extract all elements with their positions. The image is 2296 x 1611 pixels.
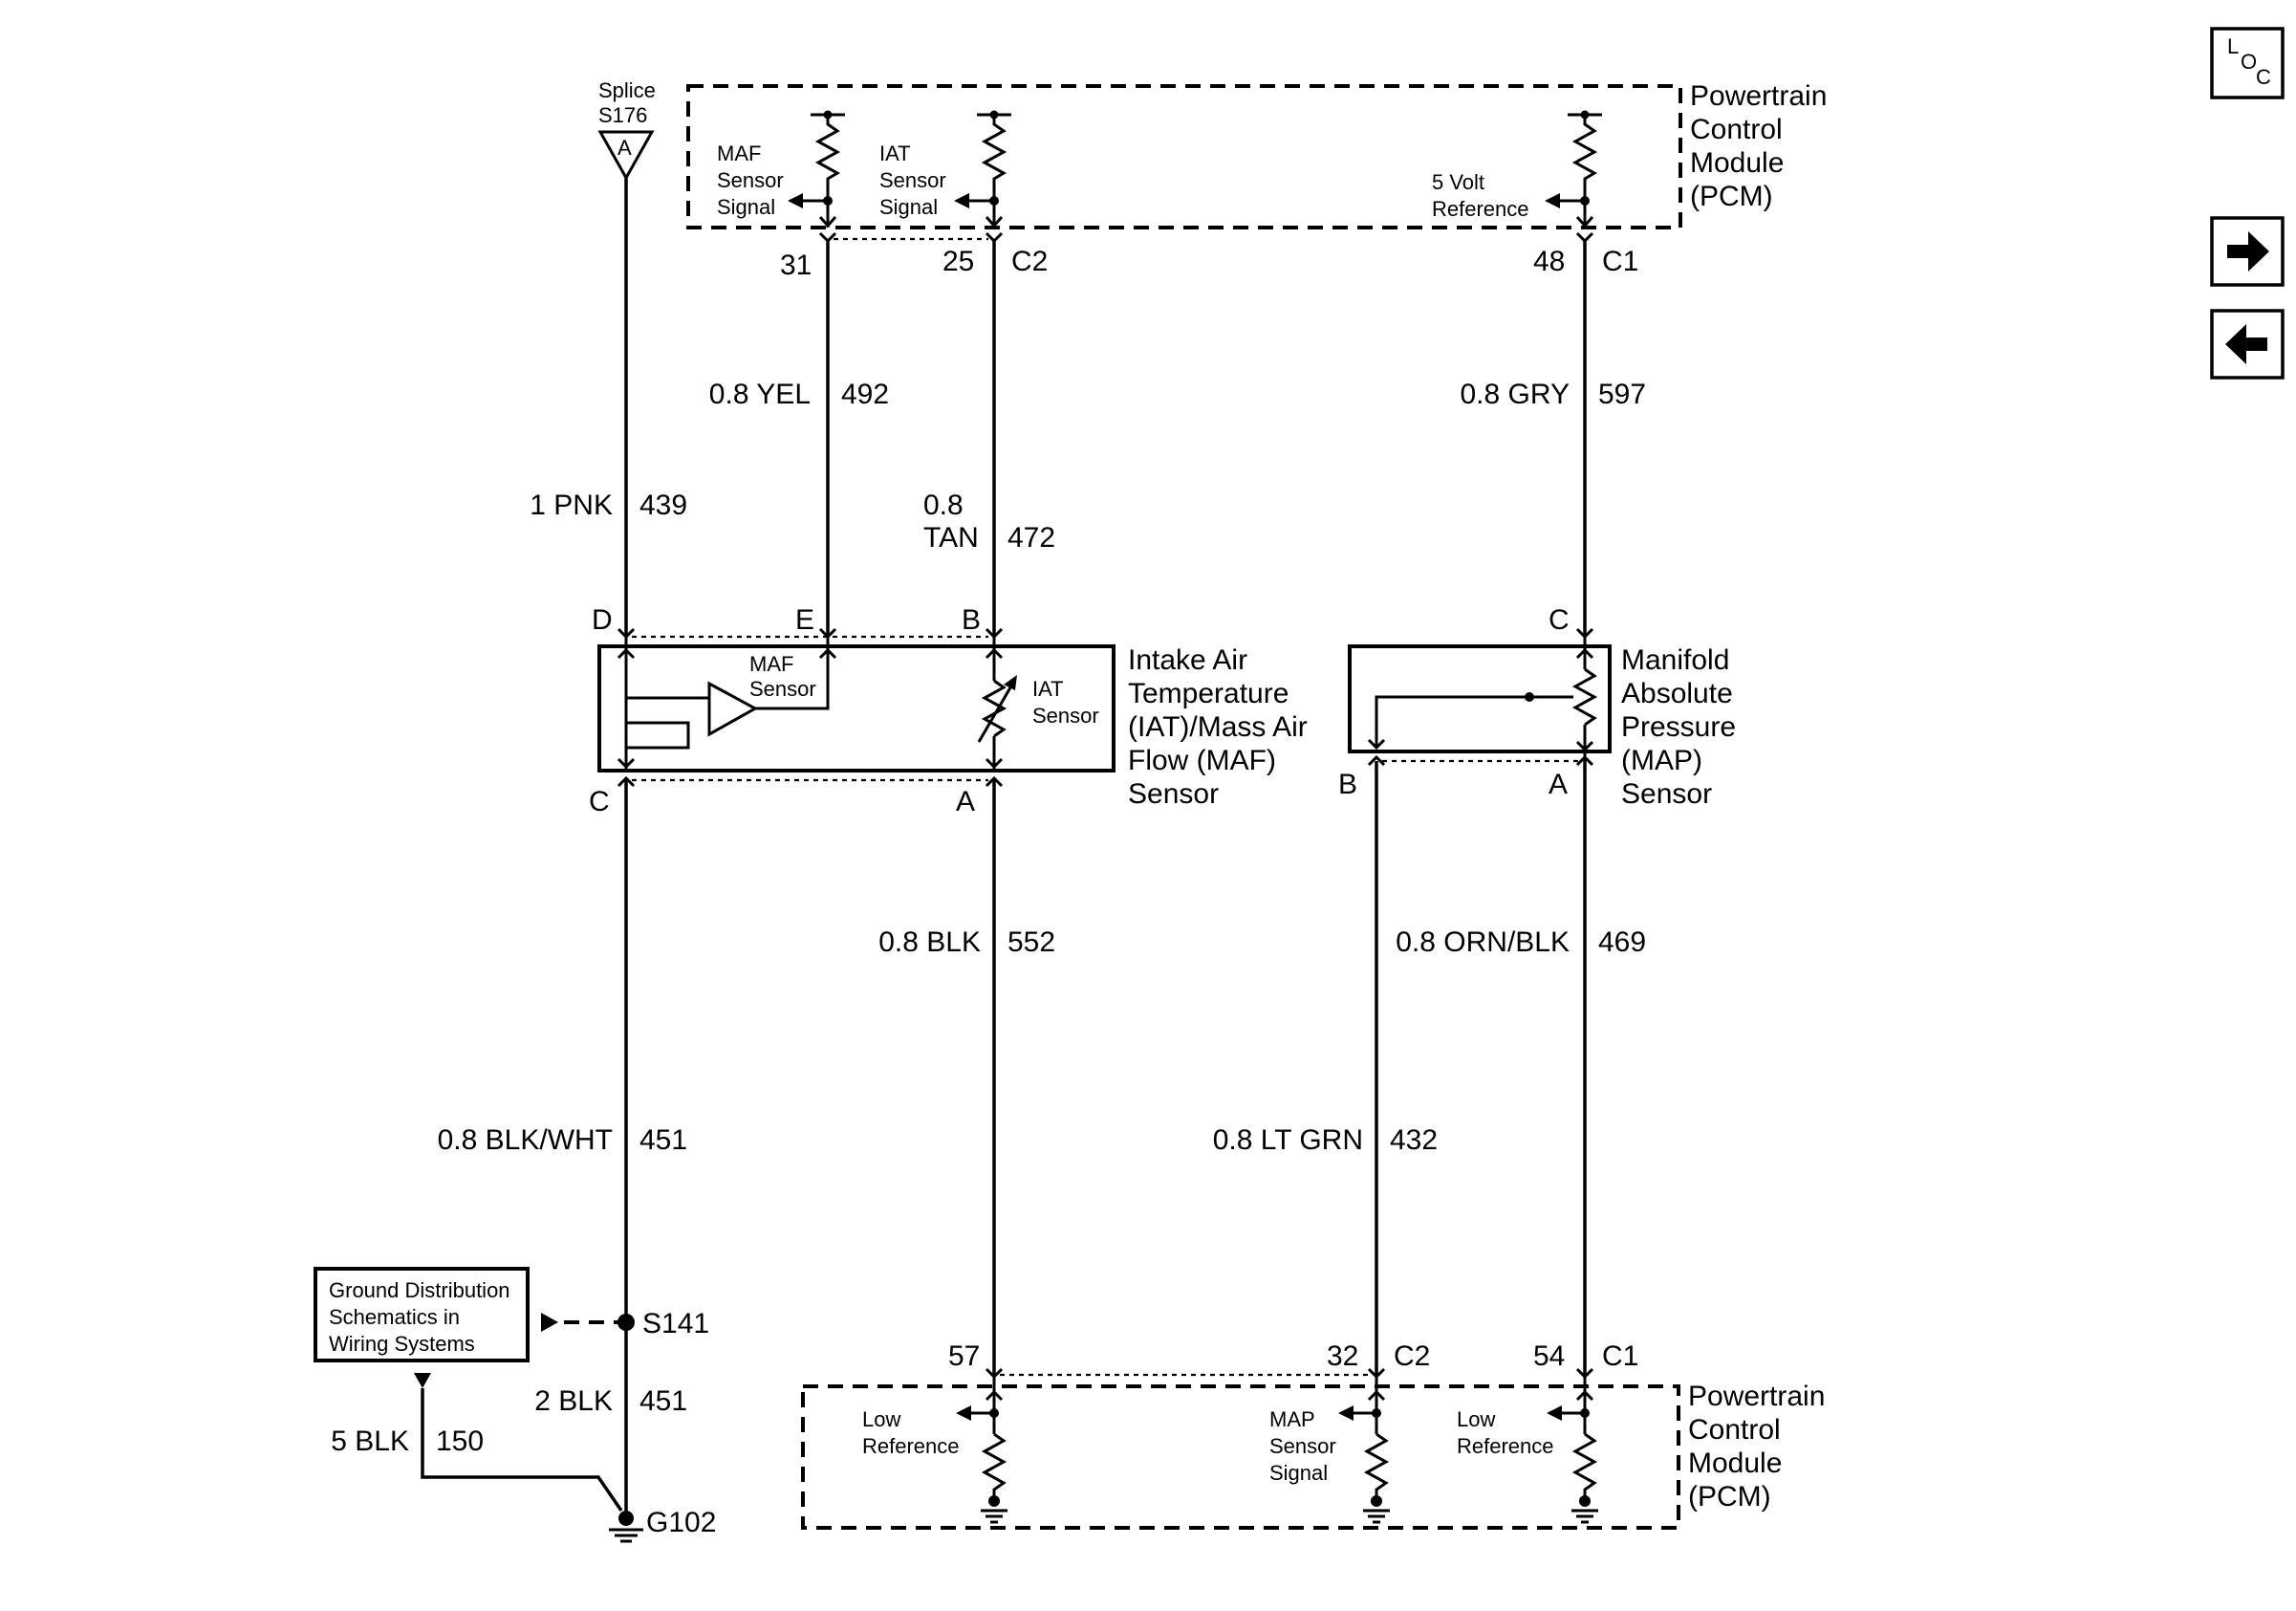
ground-reference-text[interactable]: Ground Distribution Schematics in Wiring… bbox=[329, 1278, 516, 1356]
pcm-top-connector: 31 25 C2 48 C1 bbox=[780, 231, 1638, 281]
wire-150-gauge: 5 BLK bbox=[331, 1426, 409, 1457]
pcm-map-low-reference-circuit: Low Reference bbox=[1457, 1377, 1598, 1524]
pcm-connector-c2: C2 bbox=[1011, 246, 1048, 277]
splice-s176: Splice S176 A bbox=[597, 78, 661, 182]
left-arrow-icon bbox=[2225, 324, 2267, 364]
pcm-maf-signal-circuit: MAF Sensor Signal bbox=[717, 110, 845, 229]
map-potentiometer-symbol bbox=[1571, 667, 1598, 727]
wire-492-circuit: 492 bbox=[841, 379, 889, 410]
ground-icon bbox=[1363, 1509, 1390, 1524]
pcm-iat-signal-circuit: IAT Sensor Signal bbox=[879, 110, 1011, 229]
wire-552-circuit: 552 bbox=[1007, 926, 1055, 958]
loc-button[interactable]: L O C bbox=[2210, 27, 2285, 99]
wire-451-gauge: 0.8 BLK/WHT bbox=[438, 1124, 613, 1156]
pcm-5v-reference-circuit: 5 Volt Reference bbox=[1432, 110, 1602, 229]
right-arrow-icon bbox=[2227, 231, 2269, 272]
pcm-pin-48: 48 bbox=[1533, 246, 1565, 277]
pcm-bottom: 57 32 C2 54 C1 Powertrain Control Module… bbox=[801, 1340, 1833, 1530]
wire-432-gauge: 0.8 LT GRN bbox=[1213, 1124, 1363, 1156]
iat-maf-pin-d: D bbox=[592, 604, 613, 636]
iat-maf-sensor-body bbox=[597, 644, 1116, 773]
pcm-5v-reference-label: 5 Volt Reference bbox=[1432, 170, 1529, 221]
map-sensor-body bbox=[1348, 644, 1612, 753]
iat-maf-sensor: D E B MAF Sensor IAT Sensor C bbox=[589, 604, 1315, 817]
iat-maf-pin-b: B bbox=[962, 604, 981, 636]
iat-thermistor-symbol bbox=[981, 679, 1007, 738]
ground-icon bbox=[981, 1509, 1007, 1524]
svg-text:O: O bbox=[2241, 50, 2257, 74]
pcm-top-boundary bbox=[686, 84, 1682, 229]
pcm-bottom-connector-c1: C1 bbox=[1602, 1340, 1638, 1372]
pcm-pin-32: 32 bbox=[1327, 1340, 1358, 1372]
wire-472-circuit: 472 bbox=[1007, 522, 1055, 554]
pcm-top-title: Powertrain Control Module (PCM) bbox=[1690, 80, 1835, 212]
loc-icon: L O C bbox=[2227, 34, 2271, 89]
pcm-bottom-boundary bbox=[801, 1384, 1680, 1530]
pcm-low-reference-right-label: Low Reference bbox=[1457, 1407, 1554, 1458]
wire-451-circuit: 451 bbox=[639, 1124, 687, 1156]
ground-g102-label: G102 bbox=[646, 1507, 716, 1538]
pcm-connector-c1: C1 bbox=[1602, 246, 1638, 277]
map-pin-a: A bbox=[1549, 769, 1568, 800]
wire-150 bbox=[421, 1388, 623, 1512]
pcm-iat-low-reference-circuit: Low Reference bbox=[862, 1377, 1007, 1524]
splice-pin-a: A bbox=[617, 136, 632, 160]
pcm-pin-54: 54 bbox=[1533, 1340, 1565, 1372]
svg-text:C: C bbox=[2256, 65, 2271, 89]
pcm-iat-signal-label: IAT Sensor Signal bbox=[879, 142, 952, 219]
pcm-map-signal-label: MAP Sensor Signal bbox=[1269, 1407, 1342, 1485]
wire-451-lower-gauge: 2 BLK bbox=[534, 1385, 613, 1417]
lower-wires: 0.8 BLK 552 0.8 ORN/BLK 469 0.8 BLK/WHT … bbox=[438, 761, 1646, 1522]
map-sensor: C B A Manifold Absolute Pressure (MAP) S… bbox=[1338, 604, 1744, 810]
iat-maf-pin-e: E bbox=[795, 604, 814, 636]
pcm-map-signal-circuit: MAP Sensor Signal bbox=[1269, 1377, 1390, 1524]
map-pin-b: B bbox=[1338, 769, 1357, 800]
maf-sensor-element-label: MAF Sensor bbox=[749, 652, 816, 701]
wire-439-gauge: 1 PNK bbox=[530, 490, 613, 521]
wire-597-circuit: 597 bbox=[1598, 379, 1646, 410]
upper-wires: 0.8 YEL 492 1 PNK 439 0.8 TAN 472 0.8 GR… bbox=[530, 178, 1646, 635]
pcm-pin-25: 25 bbox=[942, 246, 974, 277]
wire-451-lower-circuit: 451 bbox=[639, 1385, 687, 1417]
wire-492-gauge: 0.8 YEL bbox=[709, 379, 811, 410]
pcm-pin-31: 31 bbox=[780, 250, 812, 281]
map-sensor-title: Manifold Absolute Pressure (MAP) Sensor bbox=[1621, 644, 1744, 810]
pcm-bottom-title: Powertrain Control Module (PCM) bbox=[1688, 1381, 1833, 1513]
next-page-button[interactable] bbox=[2210, 216, 2285, 287]
splice-s176-label: Splice S176 bbox=[598, 78, 661, 127]
svg-text:L: L bbox=[2227, 34, 2239, 58]
pcm-low-reference-left-label: Low Reference bbox=[862, 1407, 960, 1458]
splice-s141-dot bbox=[617, 1314, 635, 1331]
iat-sensor-element-label: IAT Sensor bbox=[1032, 677, 1099, 728]
ground-reference-box bbox=[314, 1267, 530, 1362]
iat-maf-pin-c: C bbox=[589, 786, 610, 817]
pcm-maf-signal-label: MAF Sensor Signal bbox=[717, 142, 790, 219]
ground-icon bbox=[1571, 1509, 1598, 1524]
wire-469-circuit: 469 bbox=[1598, 926, 1646, 958]
previous-page-button[interactable] bbox=[2210, 309, 2285, 380]
splice-s141-label: S141 bbox=[642, 1308, 709, 1339]
wire-439-circuit: 439 bbox=[639, 490, 687, 521]
wire-469-gauge: 0.8 ORN/BLK bbox=[1396, 926, 1570, 958]
wire-472-gauge: 0.8 TAN bbox=[923, 490, 979, 554]
pcm-bottom-connector-c2: C2 bbox=[1394, 1340, 1430, 1372]
iat-maf-pin-a: A bbox=[956, 786, 975, 817]
wire-552-gauge: 0.8 BLK bbox=[878, 926, 981, 958]
wire-597-gauge: 0.8 GRY bbox=[1460, 379, 1570, 410]
map-pin-c: C bbox=[1549, 604, 1570, 636]
ground-g102-icon bbox=[609, 1528, 643, 1543]
pcm-pin-57: 57 bbox=[948, 1340, 980, 1372]
maf-amplifier-symbol bbox=[707, 681, 759, 737]
wire-150-circuit: 150 bbox=[436, 1426, 484, 1457]
ground-distribution: Ground Distribution Schematics in Wiring… bbox=[314, 1267, 716, 1543]
iat-maf-sensor-title: Intake Air Temperature (IAT)/Mass Air Fl… bbox=[1128, 644, 1315, 810]
wire-432-circuit: 432 bbox=[1390, 1124, 1438, 1156]
pcm-top: Powertrain Control Module (PCM) MAF Sens… bbox=[686, 80, 1835, 281]
